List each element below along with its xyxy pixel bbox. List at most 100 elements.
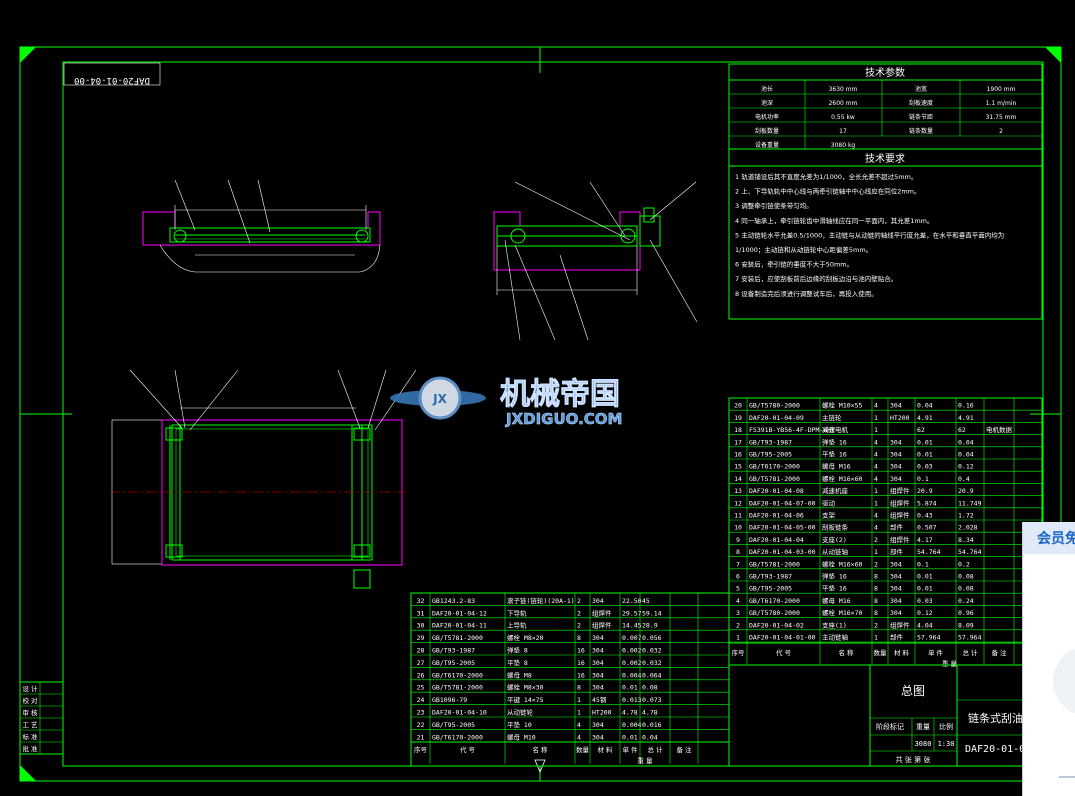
bom-cell: 20.9 <box>958 487 974 495</box>
bom-cell: 0.12 <box>917 609 933 617</box>
rotated-number-box: DAF20-01-04-00 <box>63 62 161 86</box>
bom-cell: GB/T93-1987 <box>749 573 792 581</box>
bom-cell: 4 <box>736 597 740 605</box>
tech-req-line: 6 安装后，牵引链的垂度不大于50mm。 <box>735 260 853 269</box>
bom-cell: 0.032 <box>642 647 662 655</box>
bom-cell: 支座(1) <box>822 620 847 629</box>
bom-cell: 27 <box>417 659 425 667</box>
side-elevation-view <box>142 179 381 273</box>
bom-cell: 4 <box>874 463 878 471</box>
weight-value: 3080 <box>915 740 932 748</box>
approval-label: 校 对 <box>22 696 38 705</box>
approval-block: 设 计校 对审 核工 艺标 准批 准 <box>19 681 64 755</box>
drawing-title: 总图 <box>901 684 925 698</box>
bom-cell: 14 <box>734 475 742 483</box>
bom-cell: 25 <box>417 684 425 692</box>
tech-param-cell: 17 <box>839 128 847 135</box>
title-block: 总图 链条式刮油 DAF20-01-04- 阶段标记 重量 比例 3080 1:… <box>728 664 1043 767</box>
bom-header-cell: 材 料 <box>597 745 613 754</box>
bom-cell: 304 <box>890 451 902 459</box>
bom-cell: 0.004 <box>622 671 642 679</box>
bom-cell: 0.43 <box>917 512 933 520</box>
side-panel-body <box>1023 554 1075 796</box>
bom-cell: 304 <box>592 647 604 655</box>
bom-cell: 0.08 <box>958 573 974 581</box>
bom-cell: 304 <box>890 438 902 446</box>
bom-cell: 54.764 <box>958 548 982 556</box>
bom-cell: 0.016 <box>642 721 662 729</box>
bom-cell: 4.91 <box>958 414 974 422</box>
bom-cell: 1 <box>577 696 581 704</box>
bom-cell: 0.013 <box>622 696 642 704</box>
tech-req-line: 5 主动链轮水平允差0.5/1000，主动链与从动链的轴线平行度允差，在水平和垂… <box>735 230 1004 239</box>
bom-cell: 304 <box>890 463 902 471</box>
bom-cell: 29.57 <box>622 609 642 617</box>
bom-cell: 平垫 8 <box>507 658 528 667</box>
bom-cell: DAF20-01-04-02 <box>749 621 804 629</box>
bom-cell: 8 <box>577 634 581 642</box>
bom-cell: 弹垫 16 <box>822 572 847 581</box>
tech-req-line: 1 轨道铺设后其不直度允差为1/1000，全长允差不超过5mm。 <box>735 172 917 181</box>
bom-cell: 18 <box>734 426 742 434</box>
bom-cell: 0.007 <box>622 634 642 642</box>
bom-cell: 304 <box>890 475 902 483</box>
bom-cell: 5.874 <box>917 499 937 507</box>
bom-cell: 平垫 16 <box>822 584 847 593</box>
bom-cell: 4.91 <box>917 414 933 422</box>
tech-param-cell: 3080 kg <box>831 142 856 149</box>
side-panel-title[interactable]: 会员免 <box>1023 522 1075 554</box>
bom-cell: 0.04 <box>917 402 933 410</box>
bom-cell: 304 <box>592 671 604 679</box>
bom-cell: 0.96 <box>958 609 974 617</box>
bom-cell: 0.1 <box>917 475 929 483</box>
bom-cell: 滚子链(链轮)(20A-1) <box>507 596 575 605</box>
bom-cell: 24 <box>417 696 425 704</box>
bom-cell: DAF20-01-04-01-00 <box>749 634 816 642</box>
bom-header-cell: 数量 <box>576 745 590 754</box>
bom-cell: 螺栓 M10×55 <box>822 401 862 410</box>
bom-cell: 电机数据 <box>986 425 1013 434</box>
tech-param-cell: 0.55 kw <box>831 114 855 121</box>
bom-cell: GB/T6170-2000 <box>432 733 483 741</box>
tech-param-cell: 池长 <box>761 85 773 93</box>
label-weight: 重量 <box>916 723 930 731</box>
bom-cell: 0.01 <box>622 733 638 741</box>
bom-cell: GB/T6170-2000 <box>749 597 800 605</box>
bom-cell: 3 <box>736 609 740 617</box>
bom-cell: 0.004 <box>622 721 642 729</box>
bom-cell: 54.764 <box>917 548 941 556</box>
bom-cell: 16 <box>577 647 585 655</box>
bom-cell: 304 <box>592 634 604 642</box>
bom-cell: 螺母 M16 <box>822 462 851 471</box>
bom-cell: 57.964 <box>958 634 982 642</box>
bom-cell: 0.064 <box>642 671 662 679</box>
bom-cell: 减速电机 <box>822 425 849 434</box>
bom-cell: 螺母 M10 <box>507 732 536 741</box>
bom-cell: 平垫 16 <box>822 450 847 459</box>
bom-cell: 组焊件 <box>890 620 910 629</box>
bom-cell: HT200 <box>592 709 612 717</box>
bom-header-cell: 备 注 <box>991 648 1007 657</box>
bom-cell: 22 <box>417 721 425 729</box>
bom-cell: 6 <box>736 573 740 581</box>
tech-param-cell: 刮板速度 <box>909 99 933 107</box>
bom-cell: 28.9 <box>642 622 658 630</box>
member-side-panel[interactable]: 会员免 <box>1022 522 1075 796</box>
bom-cell: 26 <box>417 671 425 679</box>
bom-cell: 8 <box>577 684 581 692</box>
tech-param-cell: 2600 mm <box>829 100 858 107</box>
bom-cell: 部件 <box>890 633 904 642</box>
bom-cell: 减速机座 <box>822 486 849 495</box>
bom-cell: GB/T93-1987 <box>432 647 475 655</box>
bom-cell: 15 <box>734 463 742 471</box>
bom-cell: DAF20-01-04-10 <box>432 709 487 717</box>
bom-header-cell: 名 称 <box>532 745 548 754</box>
bom-cell: 8 <box>874 573 878 581</box>
bom-cell: 4 <box>874 438 878 446</box>
tech-requirements: 技术要求 1 轨道铺设后其不直度允差为1/1000，全长允差不超过5mm。2 上… <box>728 148 1043 320</box>
bom-cell: 螺母 M8 <box>507 670 532 679</box>
bom-cell: 弹垫 8 <box>507 646 528 655</box>
bom-cell: 57.964 <box>917 634 941 642</box>
